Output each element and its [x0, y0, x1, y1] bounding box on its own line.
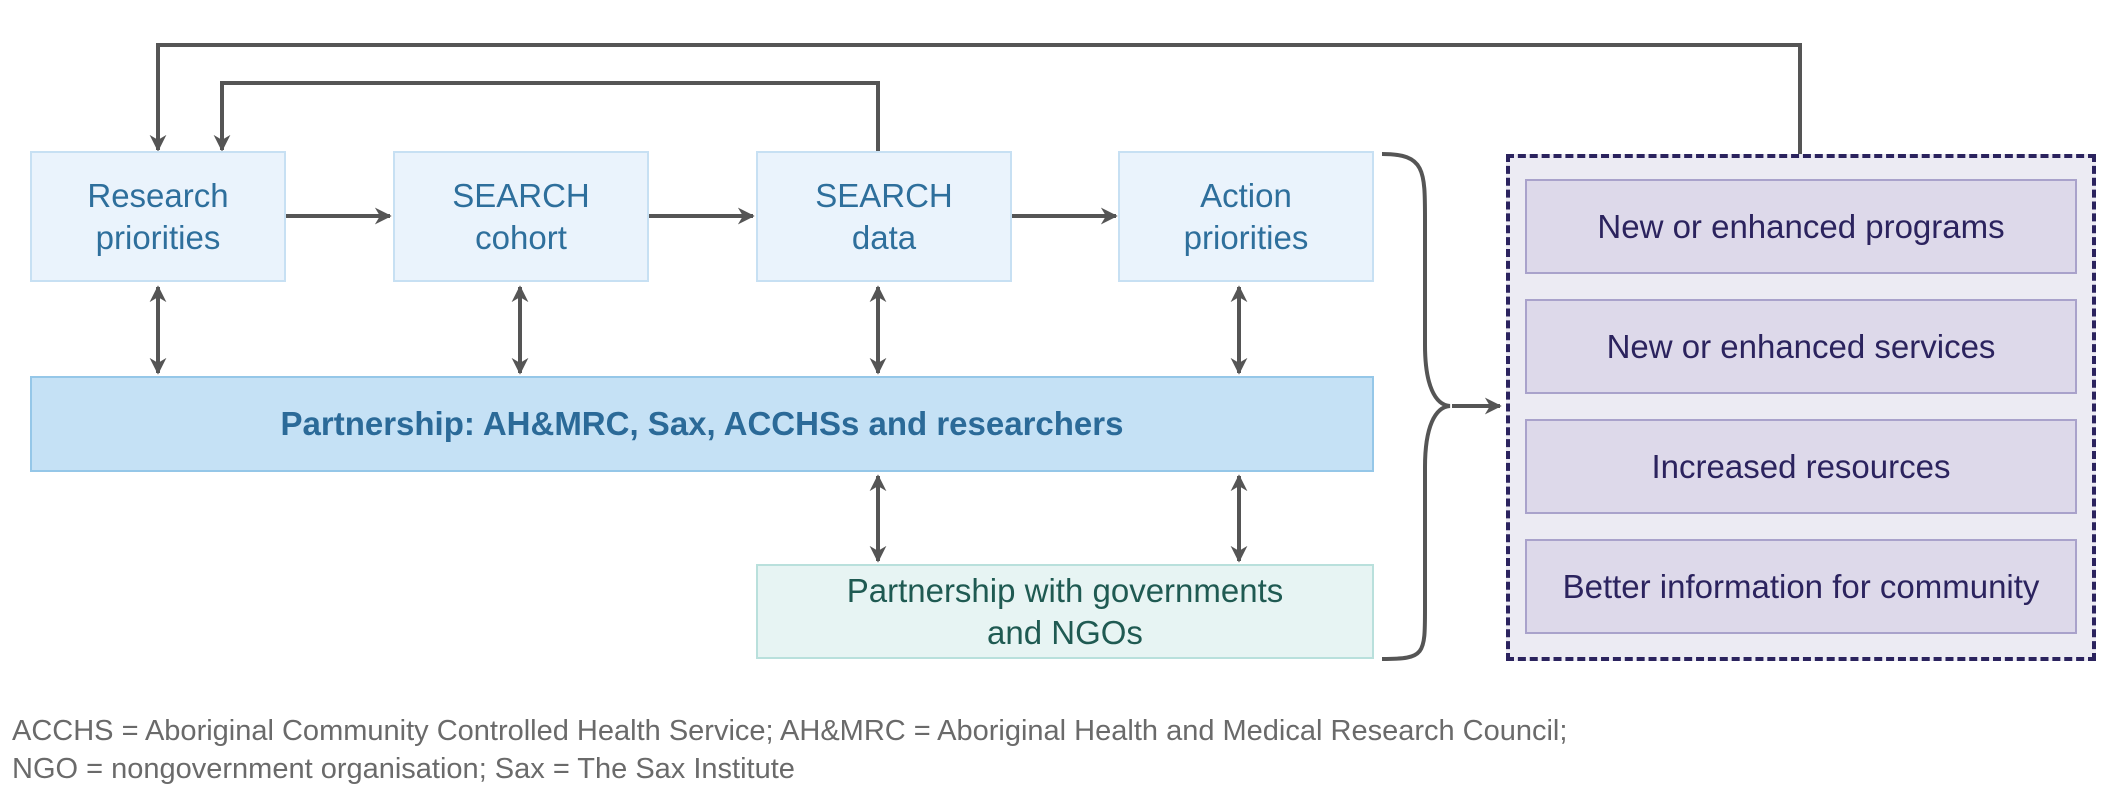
outcome-programs-label: New or enhanced programs: [1597, 207, 2005, 245]
footnote-line-1: ACCHS = Aboriginal Community Controlled …: [12, 715, 1568, 747]
feedback-arrow-data-to-research: [213, 81, 880, 152]
step-search-data: SEARCH data: [756, 151, 1012, 282]
outcome-resources: Increased resources: [1525, 419, 2077, 514]
feedback-arrow-outcomes-to-research: [149, 43, 1802, 154]
outcome-information: Better information for community: [1525, 539, 2077, 634]
step-action-priorities-label: Action priorities: [1183, 177, 1309, 256]
footnote: ACCHS = Aboriginal Community Controlled …: [12, 712, 2112, 788]
government-partnership-box: Partnership with governments and NGOs: [756, 564, 1374, 659]
step-search-cohort: SEARCH cohort: [393, 151, 649, 282]
outcome-resources-label: Increased resources: [1651, 447, 1951, 485]
partnership-label: Partnership: AH&MRC, Sax, ACCHSs and res…: [280, 405, 1124, 443]
outcome-services: New or enhanced services: [1525, 299, 2077, 394]
step-search-data-label: SEARCH data: [815, 177, 953, 256]
grouping-brace: [1381, 152, 1451, 661]
step-research-priorities-label: Research priorities: [87, 177, 229, 256]
outcome-programs: New or enhanced programs: [1525, 179, 2077, 274]
footnote-line-2: NGO = nongovernment organisation; Sax = …: [12, 753, 795, 785]
outcome-services-label: New or enhanced services: [1606, 327, 1996, 365]
outcome-information-label: Better information for community: [1562, 567, 2040, 605]
step-action-priorities: Action priorities: [1118, 151, 1374, 282]
partnership-bar: Partnership: AH&MRC, Sax, ACCHSs and res…: [30, 376, 1374, 472]
step-research-priorities: Research priorities: [30, 151, 286, 282]
government-partnership-label: Partnership with governments and NGOs: [846, 572, 1284, 651]
step-search-cohort-label: SEARCH cohort: [452, 177, 590, 256]
